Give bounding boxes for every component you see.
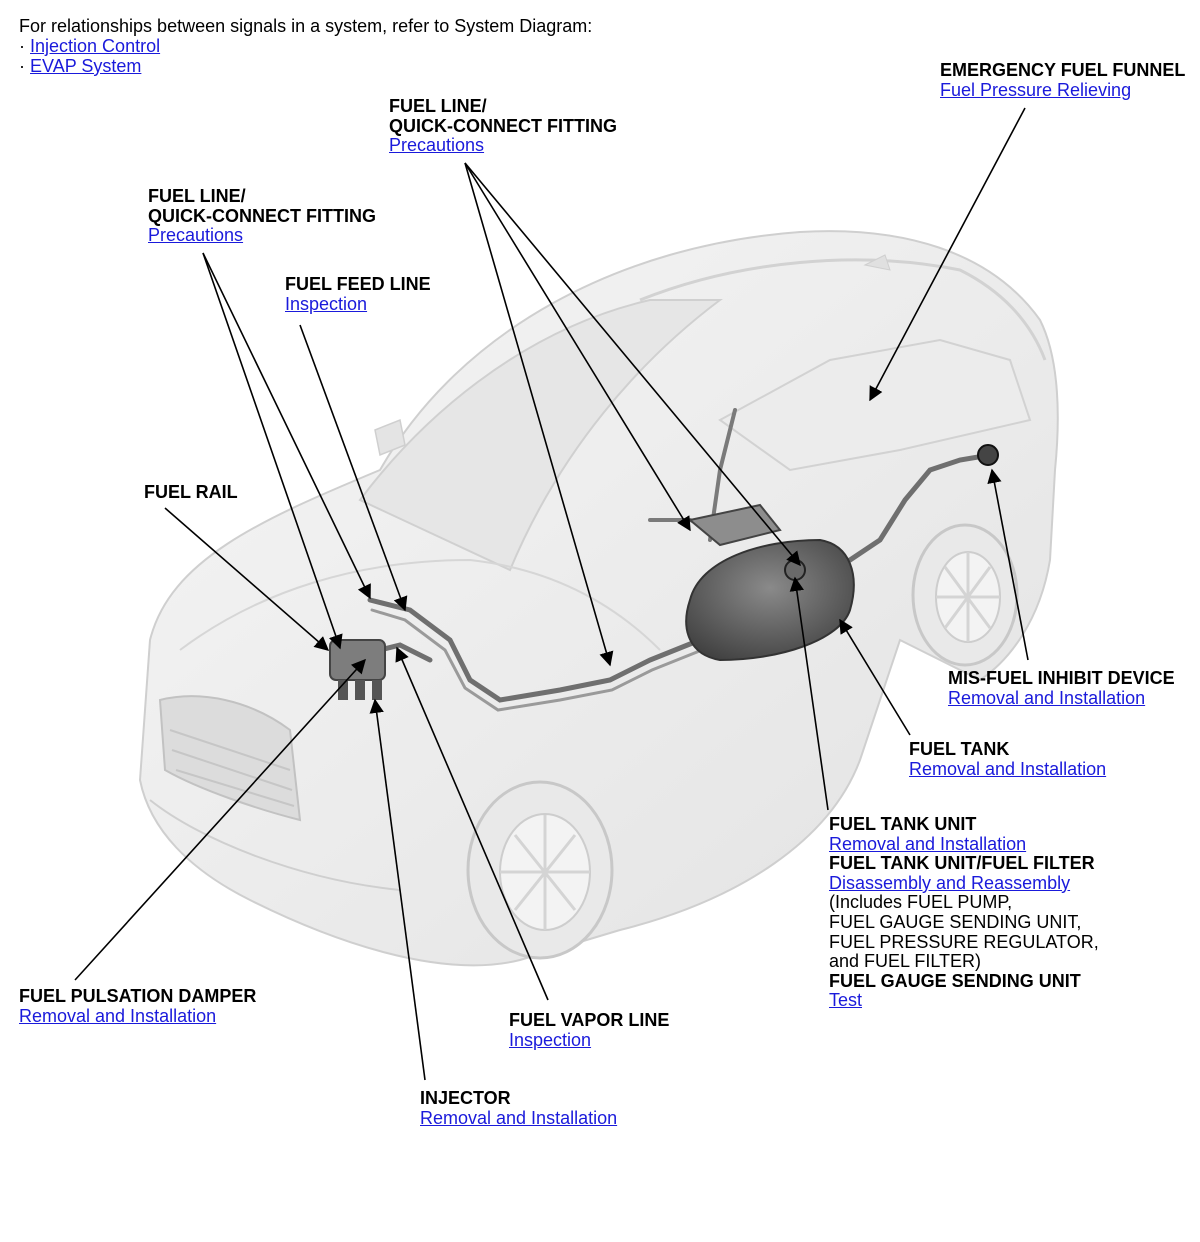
callout-fuel-pulsation-damper: FUEL PULSATION DAMPER Removal and Instal… (19, 986, 257, 1026)
callout-note-line1: (Includes FUEL PUMP, (829, 892, 1013, 913)
callout-subtitle-gauge-sending-unit: FUEL GAUGE SENDING UNIT (829, 970, 1081, 991)
callout-fuel-tank: FUEL TANK Removal and Installation (909, 739, 1107, 779)
callout-title-line1: FUEL LINE/ (148, 186, 246, 206)
callout-note-line4: and FUEL FILTER) (829, 951, 982, 972)
callout-note-line3: FUEL PRESSURE REGULATOR, (829, 931, 1099, 952)
intro-link-row-2: · EVAP System (19, 56, 592, 76)
callout-injector: INJECTOR Removal and Installation (420, 1088, 618, 1128)
bullet: · (19, 36, 25, 56)
inspection-link[interactable]: Inspection (285, 293, 368, 314)
callout-title-line2: QUICK-CONNECT FITTING (389, 115, 617, 136)
removal-installation-link[interactable]: Removal and Installation (829, 833, 1027, 854)
callout-title: MIS-FUEL INHIBIT DEVICE (948, 668, 1175, 688)
callout-fuel-tank-unit: FUEL TANK UNIT Removal and Installation … (829, 814, 1099, 1011)
front-wheel (466, 780, 614, 960)
intro-link-row-1: · Injection Control (19, 36, 592, 56)
callout-fuel-feed-line: FUEL FEED LINE Inspection (285, 274, 431, 314)
callout-title: FUEL TANK UNIT (829, 814, 977, 834)
callout-title-line1: FUEL LINE/ (389, 96, 487, 116)
callout-title: FUEL PULSATION DAMPER (19, 986, 257, 1006)
filler-neck (977, 444, 999, 466)
evap-system-link[interactable]: EVAP System (30, 56, 142, 76)
callout-title: EMERGENCY FUEL FUNNEL (940, 60, 1186, 80)
car-body (138, 230, 1059, 967)
callout-title: FUEL RAIL (144, 482, 238, 502)
intro-block: For relationships between signals in a s… (19, 16, 592, 76)
callout-title: FUEL TANK (909, 739, 1010, 759)
rear-wheel (911, 523, 1019, 667)
precautions-link[interactable]: Precautions (148, 225, 244, 246)
callout-subtitle-fuel-filter: FUEL TANK UNIT/FUEL FILTER (829, 853, 1095, 874)
removal-installation-link[interactable]: Removal and Installation (948, 687, 1146, 708)
callout-title: FUEL FEED LINE (285, 274, 431, 294)
removal-installation-link[interactable]: Removal and Installation (420, 1107, 618, 1128)
removal-installation-link[interactable]: Removal and Installation (19, 1005, 217, 1026)
fuel-pressure-relieving-link[interactable]: Fuel Pressure Relieving (940, 79, 1132, 100)
callout-quick-connect-upper: FUEL LINE/ QUICK-CONNECT FITTING Precaut… (389, 96, 617, 156)
callout-fuel-vapor-line: FUEL VAPOR LINE Inspection (509, 1010, 670, 1050)
test-link[interactable]: Test (829, 990, 863, 1011)
precautions-link[interactable]: Precautions (389, 135, 485, 156)
injection-control-link[interactable]: Injection Control (30, 36, 161, 56)
callout-emergency-fuel-funnel: EMERGENCY FUEL FUNNEL Fuel Pressure Reli… (940, 60, 1186, 100)
callout-title: INJECTOR (420, 1088, 511, 1108)
removal-installation-link[interactable]: Removal and Installation (909, 758, 1107, 779)
bullet: · (19, 56, 25, 76)
disassembly-reassembly-link[interactable]: Disassembly and Reassembly (829, 872, 1071, 893)
fuel-rail-assembly (329, 639, 386, 700)
intro-text: For relationships between signals in a s… (19, 16, 593, 36)
inspection-link[interactable]: Inspection (509, 1029, 592, 1050)
callout-mis-fuel-inhibit-device: MIS-FUEL INHIBIT DEVICE Removal and Inst… (948, 668, 1175, 708)
callout-note-line2: FUEL GAUGE SENDING UNIT, (829, 911, 1082, 932)
leader-lines (74, 107, 1029, 1081)
callout-title: FUEL VAPOR LINE (509, 1010, 670, 1030)
callout-title-line2: QUICK-CONNECT FITTING (148, 205, 376, 226)
callout-quick-connect-left: FUEL LINE/ QUICK-CONNECT FITTING Precaut… (148, 186, 376, 246)
callout-fuel-rail: FUEL RAIL (144, 482, 238, 503)
